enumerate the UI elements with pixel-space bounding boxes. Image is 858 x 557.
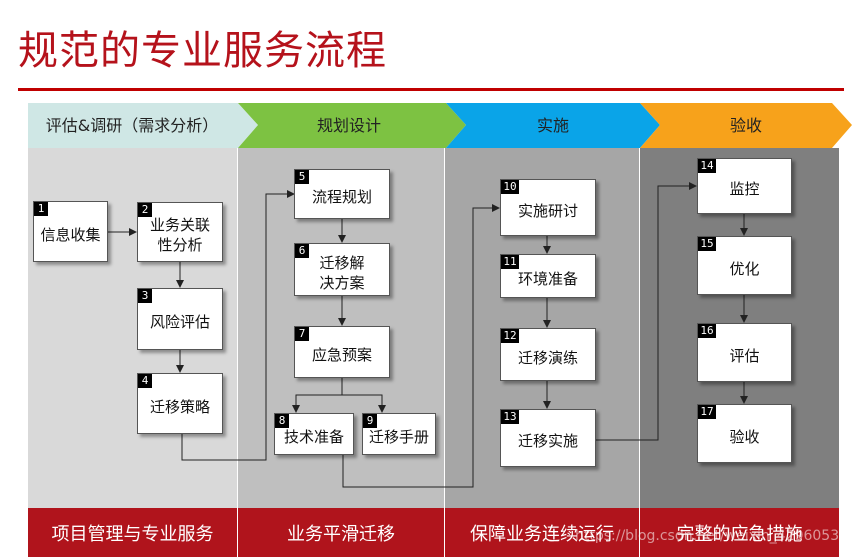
step-label: 评估	[729, 346, 760, 365]
step-label: 风险评估	[149, 313, 210, 331]
step-number: 4	[138, 374, 152, 388]
step-7-box: 7 应急预案	[294, 326, 390, 378]
step-number: 10	[501, 180, 519, 194]
step-number: 11	[501, 255, 519, 269]
step-16-box: 16 评估	[697, 323, 792, 382]
arrow-13-14	[596, 182, 697, 441]
phase-chevron-4	[640, 103, 852, 148]
step-number: 9	[363, 414, 377, 428]
step-number: 6	[295, 244, 309, 258]
phase-label-1: 评估&调研（需求分析）	[46, 116, 218, 135]
arrow-7-9	[342, 394, 386, 413]
step-label: 验收	[729, 427, 760, 446]
step-label: 迁移解 决方案	[319, 253, 365, 292]
step-label: 迁移实施	[517, 432, 578, 450]
phase-label-3: 实施	[537, 116, 569, 135]
step-number: 7	[295, 327, 309, 341]
connectors	[108, 182, 748, 488]
step-number: 1	[34, 202, 48, 216]
arrow-7-8	[292, 378, 343, 413]
step-number: 3	[138, 289, 152, 303]
step-label: 信息收集	[40, 225, 101, 244]
watermark: https://blog.csdn.net/weixin_42960538	[575, 528, 849, 544]
step-14-box: 14 监控	[697, 158, 792, 214]
arrow-9-10	[342, 204, 500, 488]
step-17-box: 17 验收	[697, 404, 792, 463]
step-number: 15	[698, 237, 716, 251]
step-label: 应急预案	[311, 346, 372, 364]
step-label: 优化	[729, 259, 760, 278]
phase-label-2: 规划设计	[317, 116, 381, 135]
phase-chevron-2	[238, 103, 466, 148]
footer-project-management: 项目管理与专业服务	[28, 508, 237, 557]
footer-emergency-measures: 完整的应急措施	[640, 508, 839, 557]
step-label: 技术准备	[283, 428, 344, 446]
step-label: 监控	[729, 180, 760, 198]
step-8-box: 8 技术准备	[274, 413, 354, 455]
step-number: 5	[295, 170, 309, 184]
step-6-box: 6 迁移解 决方案	[294, 243, 390, 296]
step-label: 迁移策略	[149, 397, 210, 416]
step-11-box: 11 环境准备	[500, 254, 596, 298]
step-label: 迁移手册	[368, 428, 429, 446]
step-number: 14	[698, 159, 716, 173]
step-3-box: 3 风险评估	[137, 288, 223, 350]
footer-smooth-migration: 业务平滑迁移	[238, 508, 444, 557]
step-label: 业务关联 性分析	[149, 216, 210, 254]
step-label: 环境准备	[517, 270, 578, 288]
arrow-4-5	[181, 190, 295, 461]
step-number: 2	[138, 203, 152, 217]
step-13-box: 13 迁移实施	[500, 409, 596, 467]
step-label: 流程规划	[311, 188, 372, 206]
step-number: 8	[275, 414, 289, 428]
step-9-box: 9 迁移手册	[362, 413, 436, 455]
step-number: 12	[501, 329, 519, 343]
step-15-box: 15 优化	[697, 236, 792, 295]
page-title: 规范的专业服务流程	[18, 28, 387, 74]
phase-chevron-1	[28, 103, 258, 148]
step-number: 16	[698, 324, 716, 338]
step-5-box: 5 流程规划	[294, 169, 390, 219]
step-number: 17	[698, 405, 716, 419]
step-4-box: 4 迁移策略	[137, 373, 223, 434]
step-number: 13	[501, 410, 519, 424]
step-2-box: 2 业务关联 性分析	[137, 202, 223, 262]
step-12-box: 12 迁移演练	[500, 328, 596, 381]
step-10-box: 10 实施研讨	[500, 179, 596, 236]
step-1-box: 1 信息收集	[33, 201, 108, 262]
step-label: 迁移演练	[517, 348, 578, 367]
title-rule	[18, 88, 844, 91]
step-label: 实施研讨	[517, 201, 578, 220]
phase-chevron-3	[446, 103, 660, 148]
footer-business-continuity: 保障业务连续运行	[445, 508, 639, 557]
phase-label-4: 验收	[730, 116, 762, 135]
